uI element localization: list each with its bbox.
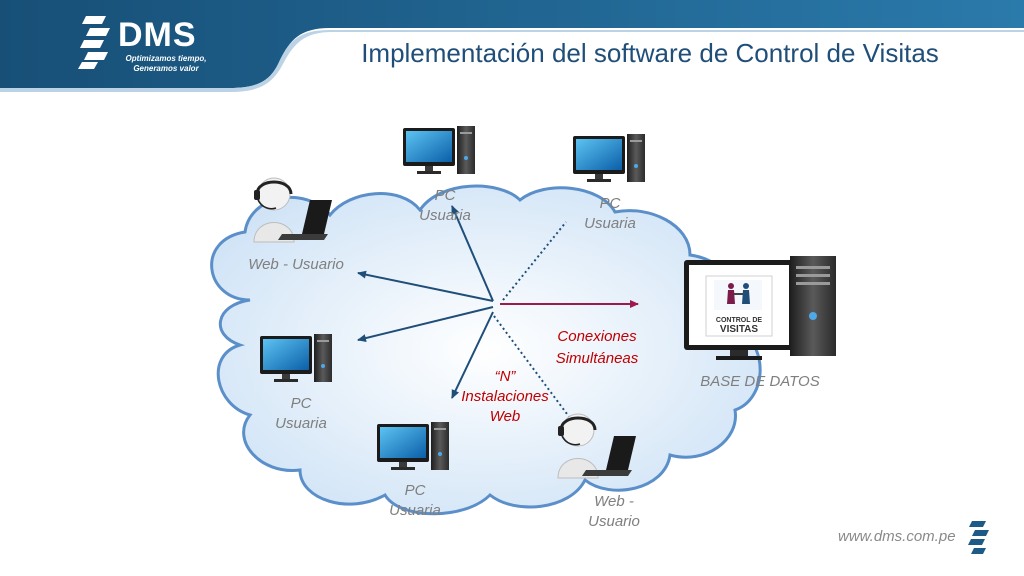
pc-left-label-line-2: Usuaria bbox=[275, 415, 327, 432]
pc-left-label-line-1: PC bbox=[290, 395, 312, 412]
pc-bottom-label: PC Usuaria bbox=[375, 481, 455, 521]
arrow-to-pc-left bbox=[357, 306, 494, 342]
pc-bottom-label-line-1: PC bbox=[404, 482, 426, 499]
pc-bottom-computer-icon bbox=[377, 422, 449, 470]
server-screen-text-1: CONTROL DE bbox=[716, 317, 762, 324]
footer-dms-logo-icon bbox=[968, 521, 989, 554]
pc-left-label: PC Usuaria bbox=[261, 394, 341, 434]
pc-top-right-label-line-2: Usuaria bbox=[584, 215, 636, 232]
footer-url: www.dms.com.pe bbox=[838, 528, 956, 545]
logo-tagline-line-2: Generamos valor bbox=[133, 64, 199, 73]
simultaneous-connections-label-line-2: Simultáneas bbox=[555, 350, 639, 367]
web-installations-label-line-1: “N” bbox=[494, 368, 516, 385]
pc-bottom-label-line-2: Usuaria bbox=[389, 502, 441, 519]
web-installations-label: “N” Instalaciones Web bbox=[450, 367, 560, 427]
pc-top-label-line-1: PC bbox=[434, 187, 456, 204]
web-user-bottom-label-line-1: Web - bbox=[594, 493, 634, 510]
logo-tagline: Optimizamos tiempo, Generamos valor bbox=[116, 54, 216, 74]
logo-tagline-line-1: Optimizamos tiempo, bbox=[125, 54, 207, 63]
web-installations-label-line-2: Instalaciones bbox=[461, 388, 549, 405]
header-band bbox=[0, 0, 1024, 92]
database-server-icon: CONTROL DE VISITAS bbox=[684, 256, 836, 360]
web-installations-label-line-3: Web bbox=[489, 408, 521, 425]
pc-top-right-label: PC Usuaria bbox=[570, 194, 650, 234]
server-screen-text-2: VISITAS bbox=[720, 324, 758, 335]
dotted-link-pc-top-right bbox=[502, 221, 567, 301]
dms-logo-icon bbox=[78, 16, 110, 69]
pc-top-label-line-2: Usuaria bbox=[419, 207, 471, 224]
web-user-top-person-icon bbox=[253, 177, 332, 243]
web-user-bottom-label: Web - Usuario bbox=[574, 492, 654, 532]
web-user-bottom-label-line-2: Usuario bbox=[588, 513, 640, 530]
web-user-bottom-person-icon bbox=[557, 413, 636, 479]
arrow-to-pc-top bbox=[451, 205, 494, 302]
arrow-to-pc-bottom bbox=[451, 311, 494, 399]
dms-logo: DMS Optimizamos tiempo, Generamos valor bbox=[76, 14, 236, 84]
database-label: BASE DE DATOS bbox=[700, 373, 820, 390]
page-title: Implementación del software de Control d… bbox=[361, 38, 939, 68]
connection-arrows bbox=[357, 205, 639, 419]
pc-left-computer-icon bbox=[260, 334, 332, 382]
simultaneous-connections-label: Conexiones Simultáneas bbox=[542, 326, 652, 370]
cloud-shape bbox=[210, 184, 762, 516]
pc-top-right-label-line-1: PC bbox=[599, 195, 621, 212]
simultaneous-connections-label-line-1: Conexiones bbox=[557, 328, 637, 345]
pc-top-computer-icon bbox=[403, 126, 475, 174]
pc-top-label: PC Usuaria bbox=[405, 186, 485, 226]
logo-text: DMS bbox=[118, 16, 197, 54]
pc-top-right-computer-icon bbox=[573, 134, 645, 182]
web-user-top-label: Web - Usuario bbox=[248, 256, 344, 273]
dotted-link-web-user-bottom bbox=[493, 315, 571, 419]
arrow-to-web-user-top bbox=[357, 270, 494, 302]
